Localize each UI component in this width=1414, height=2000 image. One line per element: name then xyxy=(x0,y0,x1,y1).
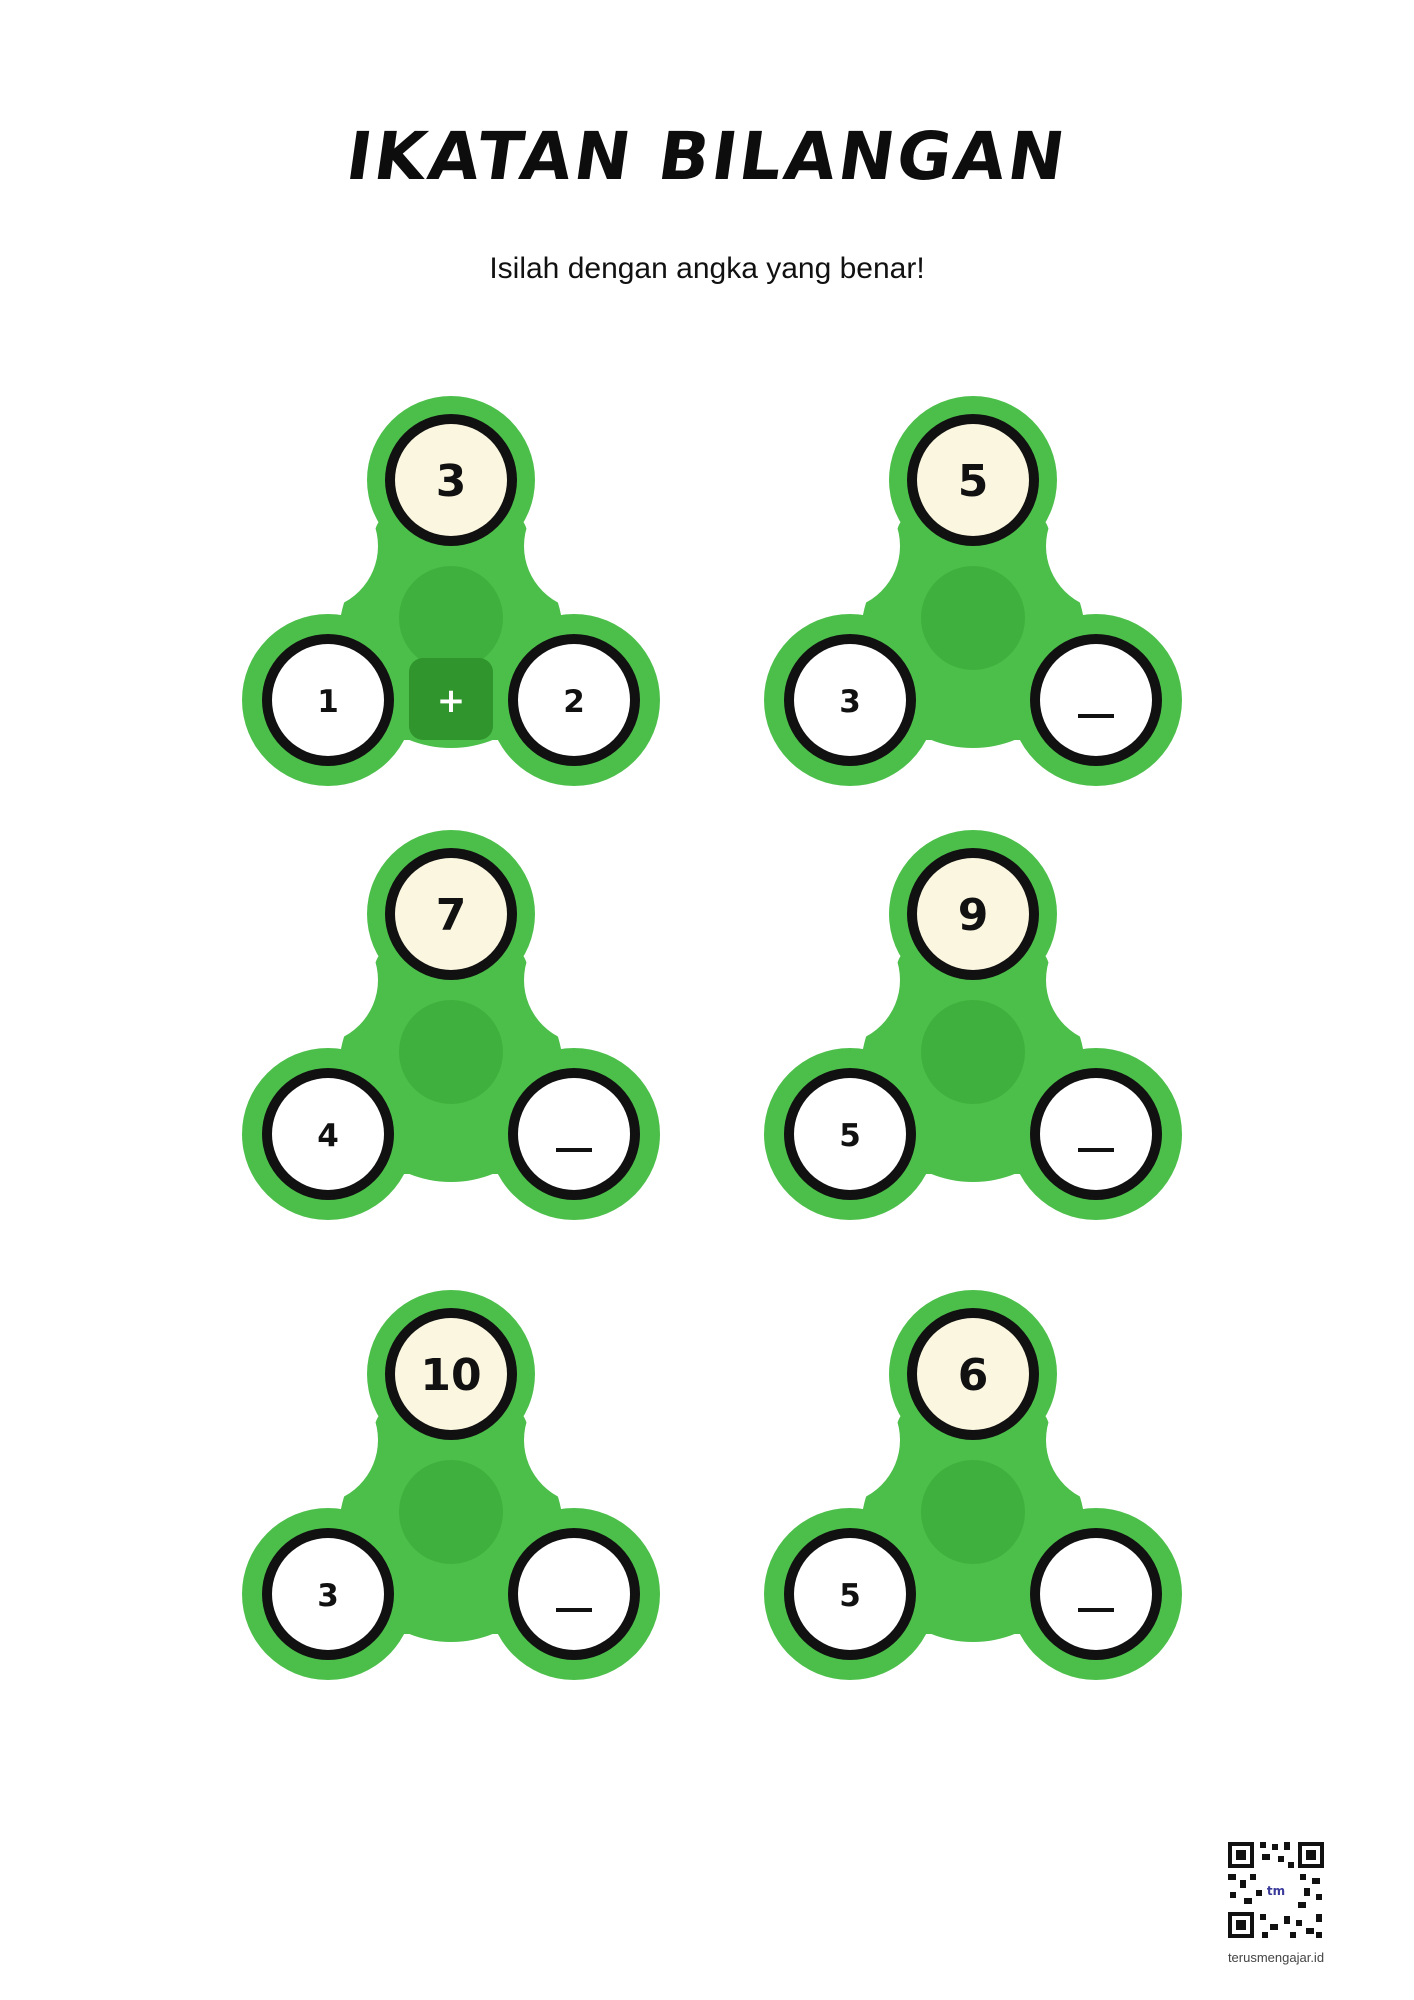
part-left-number: 3 xyxy=(317,1578,339,1614)
answer-blank[interactable] xyxy=(1078,1608,1114,1612)
part-left-circle xyxy=(262,1068,394,1200)
spinner-hub xyxy=(921,566,1025,670)
part-left-number: 4 xyxy=(317,1118,339,1154)
answer-blank[interactable] xyxy=(1078,1148,1114,1152)
part-right-number: 2 xyxy=(563,684,585,720)
total-number: 5 xyxy=(958,456,989,507)
answer-blank[interactable] xyxy=(556,1148,592,1152)
part-left-circle xyxy=(784,634,916,766)
qr-code: tm xyxy=(1226,1840,1326,1940)
answer-blank[interactable] xyxy=(556,1608,592,1612)
number-bond-spinner: 10 3 xyxy=(242,1290,660,1792)
qr-logo-text: tm xyxy=(1267,1884,1285,1898)
total-circle xyxy=(385,1308,517,1440)
part-right-circle xyxy=(1030,634,1162,766)
page-title: IKATAN BILANGAN xyxy=(341,118,1073,195)
spinner-graphic: 74 xyxy=(242,830,660,1332)
spinner-graphic: 53 xyxy=(764,396,1182,898)
total-circle xyxy=(385,848,517,980)
spinner-graphic: 3 1 2 + xyxy=(242,396,660,898)
qr-code-image: tm xyxy=(1226,1840,1326,1940)
part-left-number: 3 xyxy=(839,684,861,720)
operator-symbol: + xyxy=(437,681,466,721)
total-number: 10 xyxy=(420,1350,481,1401)
answer-blank[interactable] xyxy=(1078,714,1114,718)
spinner-graphic: 10 3 xyxy=(242,1290,660,1792)
total-circle xyxy=(907,848,1039,980)
spinner-hub xyxy=(399,1460,503,1564)
total-number: 3 xyxy=(436,456,467,507)
instruction-subtitle: Isilah dengan angka yang benar! xyxy=(489,252,925,285)
part-right-circle xyxy=(508,1068,640,1200)
part-right-circle xyxy=(508,1528,640,1660)
part-left-circle xyxy=(262,1528,394,1660)
spinner-hub xyxy=(921,1460,1025,1564)
part-left-circle xyxy=(262,634,394,766)
part-left-circle xyxy=(784,1528,916,1660)
part-left-number: 5 xyxy=(839,1118,861,1154)
total-circle xyxy=(385,414,517,546)
spinner-hub xyxy=(399,566,503,670)
part-left-number: 5 xyxy=(839,1578,861,1614)
spinner-hub xyxy=(921,1000,1025,1104)
spinner-graphic: 95 xyxy=(764,830,1182,1332)
number-bond-spinner: 3 1 2 + xyxy=(242,396,660,898)
spinner-graphic: 65 xyxy=(764,1290,1182,1792)
part-right-circle xyxy=(1030,1068,1162,1200)
part-left-number: 1 xyxy=(317,684,339,720)
total-number: 9 xyxy=(958,890,989,941)
spinner-hub xyxy=(399,1000,503,1104)
part-right-circle xyxy=(1030,1528,1162,1660)
part-right-circle xyxy=(508,634,640,766)
total-circle xyxy=(907,1308,1039,1440)
total-number: 7 xyxy=(436,890,467,941)
part-left-circle xyxy=(784,1068,916,1200)
operator-badge: + xyxy=(409,658,493,740)
total-circle xyxy=(907,414,1039,546)
total-number: 6 xyxy=(958,1350,989,1401)
website-footer: terusmengajar.id xyxy=(1227,1950,1325,1965)
